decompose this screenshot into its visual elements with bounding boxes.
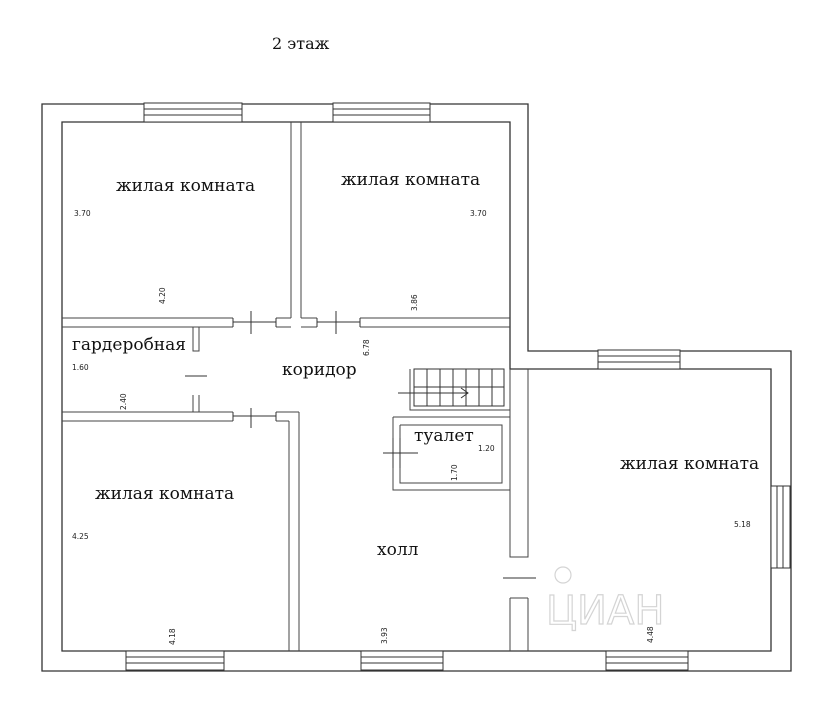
door-room-bottom-left [232, 408, 277, 428]
dim-hall-width: 3.93 [380, 627, 389, 644]
dim-r1-height: 3.70 [74, 209, 91, 218]
room-label-wardrobe: гардеробная [72, 335, 186, 355]
room-label-bedroom-right: жилая комната [620, 454, 759, 474]
door-room-top-mid [316, 311, 361, 334]
window-bottom-mid [360, 650, 444, 671]
floor-title: 2 этаж [272, 34, 330, 53]
dim-r4-height: 5.18 [734, 520, 751, 529]
interior-walls [62, 122, 529, 651]
dim-corridor-length: 6.78 [362, 339, 371, 356]
window-right-side [770, 485, 791, 569]
dim-r4-width: 4.48 [646, 626, 655, 643]
window-top-left [143, 102, 243, 123]
doors [185, 311, 536, 579]
dim-r3-height: 4.25 [72, 532, 89, 541]
dim-r1-width: 4.20 [158, 287, 167, 304]
window-top-mid [332, 102, 431, 123]
dim-r2-width: 3.86 [410, 294, 419, 311]
watermark: ЦИАН [545, 566, 665, 635]
outer-walls [41, 103, 792, 672]
door-room-top-left [232, 311, 277, 334]
window-right-top [597, 349, 681, 370]
window-bottom-left [125, 650, 225, 671]
window-bottom-right [605, 650, 689, 671]
dim-r3-width: 4.18 [168, 628, 177, 645]
dim-toilet-height: 1.70 [450, 464, 459, 481]
room-label-toilet: туалет [414, 426, 474, 446]
dim-r2-height: 3.70 [470, 209, 487, 218]
svg-text:ЦИАН: ЦИАН [546, 588, 664, 634]
dim-wardrobe-height: 1.60 [72, 363, 89, 372]
dim-wardrobe-width: 2.40 [119, 393, 128, 410]
dim-toilet-width: 1.20 [478, 444, 495, 453]
room-label-bedroom-top-left: жилая комната [116, 176, 255, 196]
door-toilet [383, 438, 418, 468]
room-label-bedroom-top-mid: жилая комната [341, 170, 480, 190]
room-label-corridor: коридор [282, 360, 357, 380]
windows [125, 102, 791, 671]
staircase [398, 368, 505, 407]
room-label-hall: холл [377, 540, 419, 560]
room-label-bedroom-bottom-left: жилая комната [95, 484, 234, 504]
